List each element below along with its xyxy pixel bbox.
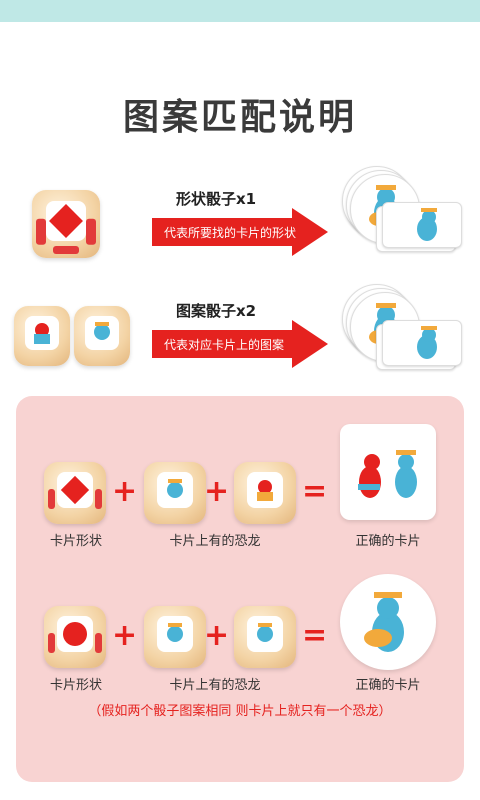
die-face bbox=[25, 316, 59, 350]
diamond-shape-icon bbox=[60, 475, 90, 505]
equals-sign: = bbox=[302, 618, 328, 653]
page-title: 图案匹配说明 bbox=[122, 97, 357, 138]
dino-guitar-icon bbox=[257, 479, 273, 501]
eq1-result-card bbox=[340, 424, 436, 520]
dino-guitar-icon bbox=[364, 592, 404, 652]
arrow-text: 代表所要找的卡片的形状 bbox=[164, 225, 297, 240]
caption-card-dinos: 卡片上有的恐龙 bbox=[169, 678, 261, 693]
arrow-row1: 代表所要找的卡片的形状 bbox=[152, 208, 328, 256]
circle-shape-icon bbox=[63, 621, 87, 646]
die-side-mark bbox=[95, 489, 102, 509]
die-side-mark bbox=[86, 218, 96, 245]
eq1-pattern-die-1 bbox=[144, 462, 206, 524]
arrow-text: 代表对应卡片上的图案 bbox=[164, 337, 285, 352]
dino-hat-icon bbox=[417, 326, 437, 359]
caption-card-dinos: 卡片上有的恐龙 bbox=[169, 534, 261, 549]
caption-card-shape: 卡片形状 bbox=[49, 534, 102, 549]
dino-hat-icon bbox=[167, 622, 183, 642]
plus-sign: + bbox=[204, 618, 230, 653]
die-face bbox=[247, 615, 283, 652]
square-card bbox=[382, 202, 462, 248]
dino-hat-icon bbox=[94, 322, 110, 340]
eq2-pattern-die-2 bbox=[234, 606, 296, 668]
arrow-shape bbox=[152, 208, 328, 256]
shape-die bbox=[32, 190, 100, 258]
diamond-shape-icon bbox=[49, 203, 83, 238]
shape-dice-label: 形状骰子x1 bbox=[176, 190, 257, 208]
die-face bbox=[46, 200, 86, 241]
arrow-shape bbox=[152, 320, 328, 368]
die-side-mark bbox=[53, 246, 79, 254]
die-face bbox=[85, 316, 119, 350]
eq2-pattern-die-1 bbox=[144, 606, 206, 668]
eq2-shape-die bbox=[44, 606, 106, 668]
die-side-mark bbox=[48, 633, 55, 653]
card-stack-2 bbox=[336, 284, 466, 374]
plus-sign: + bbox=[112, 474, 138, 509]
die-face bbox=[247, 471, 283, 508]
caption-correct-card: 正确的卡片 bbox=[355, 534, 421, 549]
die-face bbox=[157, 471, 193, 508]
pattern-dice-label: 图案骰子x2 bbox=[176, 302, 257, 320]
dino-hat-icon bbox=[417, 208, 437, 241]
dino-hat-icon bbox=[167, 478, 183, 498]
pattern-die-2 bbox=[74, 306, 130, 366]
die-side-mark bbox=[36, 218, 46, 245]
dino-guitar-icon bbox=[34, 323, 50, 344]
die-face bbox=[57, 471, 93, 508]
square-card bbox=[382, 320, 462, 366]
die-side-mark bbox=[48, 489, 55, 509]
top-band bbox=[0, 0, 480, 22]
rule-note: （假如两个骰子图案相同 则卡片上就只有一个恐龙） bbox=[88, 704, 392, 719]
plus-sign: + bbox=[204, 474, 230, 509]
eq1-shape-die bbox=[44, 462, 106, 524]
caption-correct-card: 正确的卡片 bbox=[355, 678, 421, 693]
eq1-pattern-die-2 bbox=[234, 462, 296, 524]
die-side-mark bbox=[95, 633, 102, 653]
eq2-result-card bbox=[340, 574, 436, 670]
card-stack-1 bbox=[336, 166, 466, 256]
die-face bbox=[157, 615, 193, 652]
plus-sign: + bbox=[112, 618, 138, 653]
two-dinos-icon bbox=[358, 450, 417, 498]
caption-card-shape: 卡片形状 bbox=[49, 678, 102, 693]
arrow-row2: 代表对应卡片上的图案 bbox=[152, 320, 328, 368]
dino-hat-icon bbox=[257, 622, 273, 642]
die-face bbox=[57, 615, 93, 652]
pattern-die-1 bbox=[14, 306, 70, 366]
equals-sign: = bbox=[302, 474, 328, 509]
